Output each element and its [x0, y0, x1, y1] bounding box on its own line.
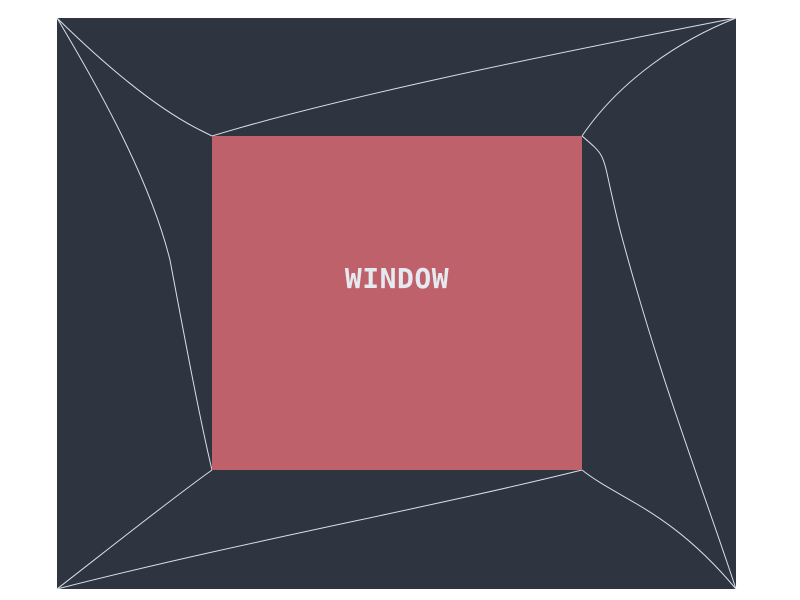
window[interactable]: WINDOW [212, 136, 582, 470]
window-label: WINDOW [344, 261, 450, 295]
